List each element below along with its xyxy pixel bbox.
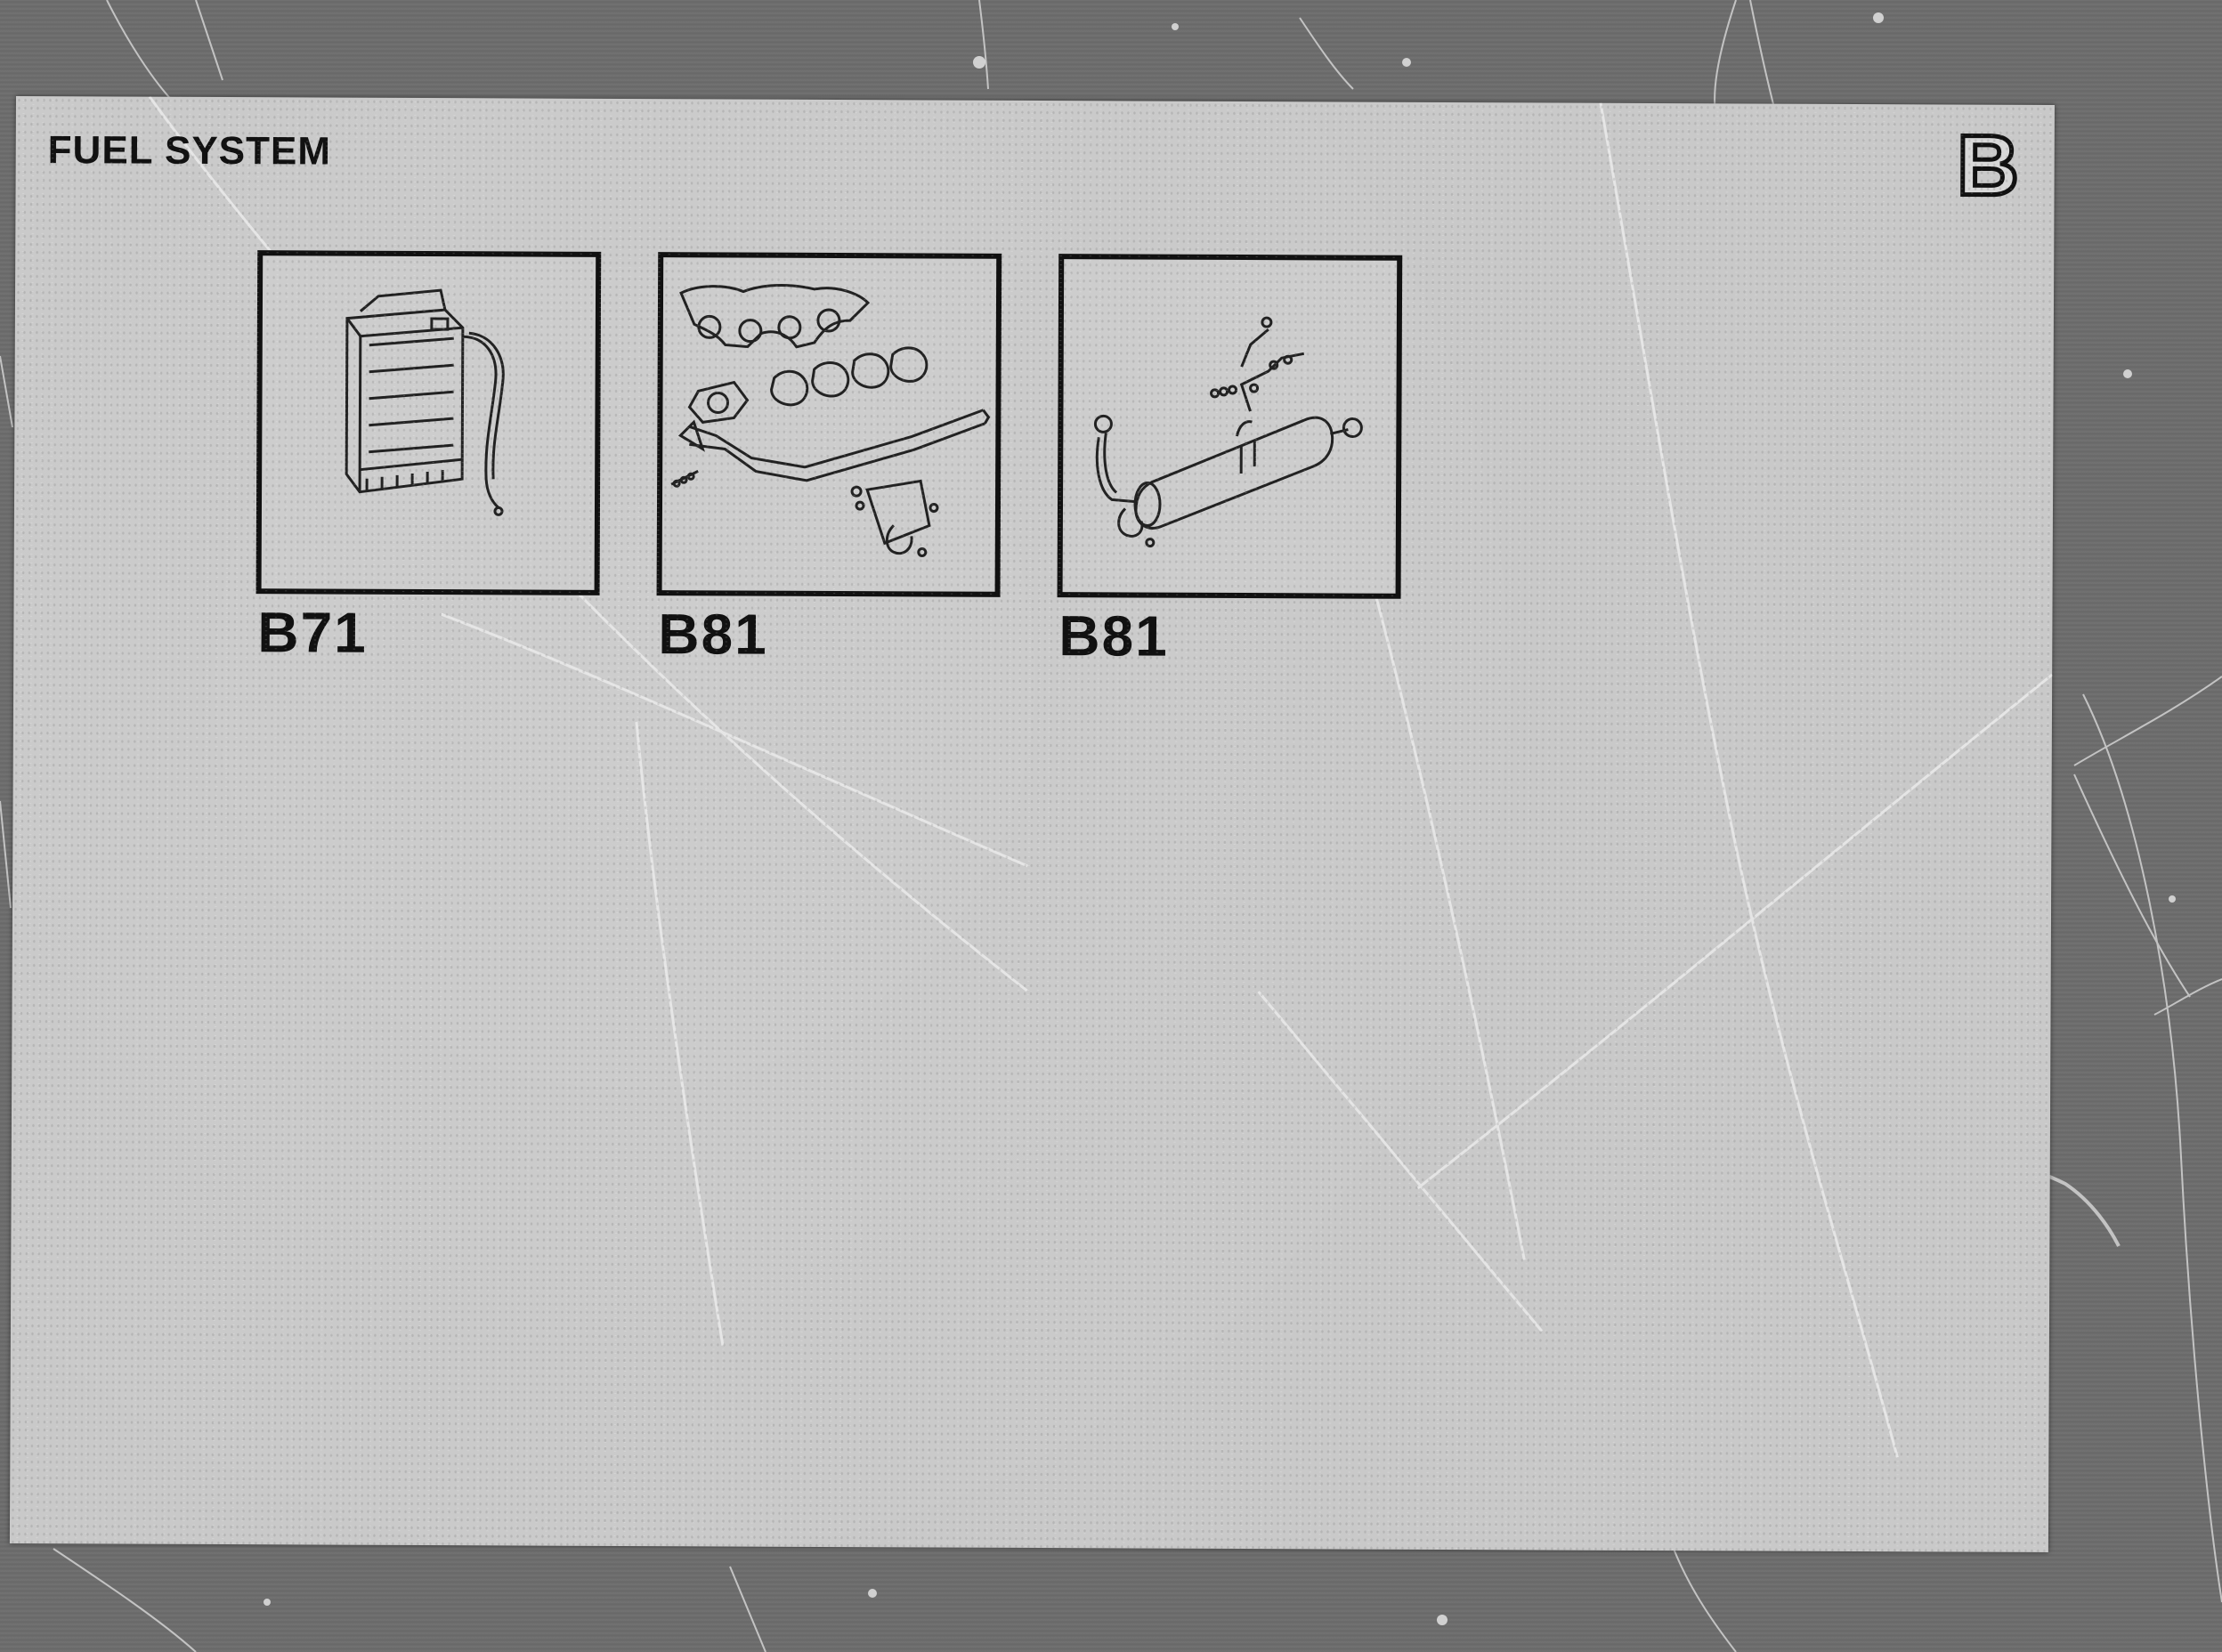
exhaust-manifold-icon [670,283,991,557]
tile-code: B81 [658,602,768,667]
section-letter: B [1955,116,2022,215]
fuel-tank-icon [345,288,505,516]
tile-frame[interactable] [1057,254,1403,599]
tile-b81-muffler[interactable]: B81 [1057,254,1403,668]
tile-b71-fuel-tank[interactable]: B71 [255,250,602,665]
tile-b81-exhaust-manifold[interactable]: B81 [656,252,1002,667]
muffler-icon [1093,316,1363,548]
section-title: FUEL SYSTEM [47,128,332,174]
tile-frame[interactable] [656,252,1002,597]
catalog-page: FUEL SYSTEM B B71 [9,96,2055,1552]
tile-code: B71 [257,600,368,665]
tile-frame[interactable] [255,250,602,595]
tile-code: B81 [1058,603,1169,668]
